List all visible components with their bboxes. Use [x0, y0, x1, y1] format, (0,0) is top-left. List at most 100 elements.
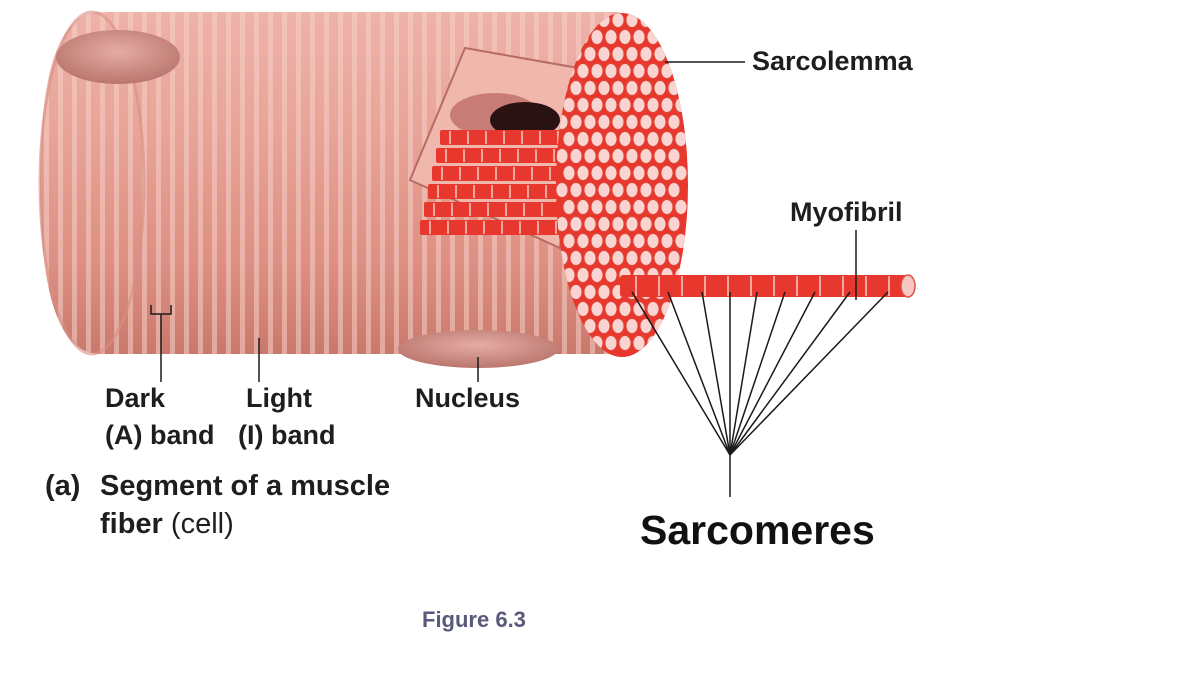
myofibril-end — [653, 13, 667, 28]
myofibril-end — [625, 318, 639, 334]
myofibril-end — [667, 114, 681, 130]
myofibril-end — [604, 233, 618, 249]
myofibril-end — [611, 250, 625, 266]
myofibril-end — [583, 114, 597, 130]
segment-title-fiber: fiber — [100, 508, 163, 540]
myofibril-end — [597, 250, 611, 266]
myofibril-end — [576, 199, 590, 215]
myofibril-end — [590, 131, 604, 147]
side-myofibril — [428, 184, 578, 199]
myofibril-end — [625, 216, 639, 232]
myofibril-end — [625, 13, 639, 28]
myofibril-end — [576, 233, 590, 249]
myofibril-end — [646, 97, 660, 113]
side-myofibril — [440, 130, 590, 145]
myofibril-end — [597, 148, 611, 164]
myofibril-end — [597, 284, 611, 300]
myofibril-end — [611, 13, 625, 28]
myofibril-end — [597, 80, 611, 96]
sarcomeres-label: Sarcomeres — [640, 507, 875, 553]
myofibril-end — [562, 131, 576, 147]
sarcomere-fan-line — [631, 291, 731, 456]
myofibril-end — [583, 182, 597, 198]
myofibril-end — [618, 165, 632, 181]
nucleus-top — [56, 30, 180, 84]
part-letter: (a) — [45, 470, 81, 502]
myofibril-end — [646, 301, 660, 317]
nucleus-bottom — [398, 330, 558, 368]
nucleus-label: Nucleus — [415, 383, 521, 413]
myofibril-end — [625, 46, 639, 62]
myofibril-end — [653, 148, 667, 164]
myofibril-end — [576, 267, 590, 283]
myofibril-end — [597, 318, 611, 334]
myofibril-end — [653, 250, 667, 266]
myofibril-end — [611, 182, 625, 198]
myofibril-end — [674, 233, 688, 249]
myofibril-end — [674, 29, 688, 45]
myofibril-end — [667, 182, 681, 198]
myofibril-end — [583, 80, 597, 96]
myofibril-end — [576, 165, 590, 181]
myofibril-end — [611, 80, 625, 96]
myofibril-end — [632, 63, 646, 79]
myofibril-end — [674, 199, 688, 215]
segment-title-line2: fiber (cell) — [100, 505, 234, 544]
myofibril-end — [611, 318, 625, 334]
side-myofibril — [436, 148, 586, 163]
myofibril-end — [576, 131, 590, 147]
myofibril-end — [674, 165, 688, 181]
myofibril-end — [632, 131, 646, 147]
myofibril-end — [625, 250, 639, 266]
myofibril-end — [667, 13, 681, 28]
myofibril-end — [618, 131, 632, 147]
myofibril-end — [660, 301, 674, 317]
myofibril-end — [618, 233, 632, 249]
myofibril-end — [632, 199, 646, 215]
segment-title-line1: Segment of a muscle — [100, 470, 391, 502]
myofibril-end — [646, 165, 660, 181]
myofibril-end — [604, 97, 618, 113]
myofibril-end — [632, 165, 646, 181]
myofibril-end — [667, 148, 681, 164]
myofibril-end — [562, 233, 576, 249]
myofibril-end — [590, 199, 604, 215]
myofibril-end — [583, 284, 597, 300]
myofibril-end — [625, 114, 639, 130]
myofibril-end — [604, 267, 618, 283]
myofibril-end — [646, 199, 660, 215]
sarcomere-fan-line — [729, 291, 786, 456]
myofibril-end — [625, 148, 639, 164]
myofibril-end — [604, 29, 618, 45]
myofibril-end — [632, 29, 646, 45]
myofibril-end — [611, 46, 625, 62]
myofibril-end — [646, 131, 660, 147]
myofibril-end — [604, 301, 618, 317]
myofibril-end — [618, 335, 632, 351]
myofibril-end — [597, 182, 611, 198]
side-myofibril — [420, 220, 570, 235]
myofibril-end — [660, 131, 674, 147]
myofibril-end — [660, 233, 674, 249]
myofibril-end — [639, 216, 653, 232]
myofibril-end — [618, 97, 632, 113]
myofibril-end — [604, 165, 618, 181]
myofibril-end — [569, 148, 583, 164]
myofibril-end — [590, 97, 604, 113]
myofibril-end — [653, 80, 667, 96]
myofibril-end — [667, 46, 681, 62]
myofibril-end — [632, 97, 646, 113]
sarcomere-fan-lines — [631, 291, 889, 456]
sarcomere-fan-line — [729, 291, 758, 456]
myofibril-end — [667, 216, 681, 232]
myofibril-end — [590, 165, 604, 181]
myofibril-end — [569, 80, 583, 96]
myofibril-end — [653, 182, 667, 198]
myofibril-end — [604, 199, 618, 215]
myofibril-end — [569, 114, 583, 130]
myofibril-end — [583, 250, 597, 266]
myofibril-end — [562, 165, 576, 181]
myofibril-end — [590, 233, 604, 249]
myofibril-end — [611, 216, 625, 232]
myofibril-end — [646, 29, 660, 45]
